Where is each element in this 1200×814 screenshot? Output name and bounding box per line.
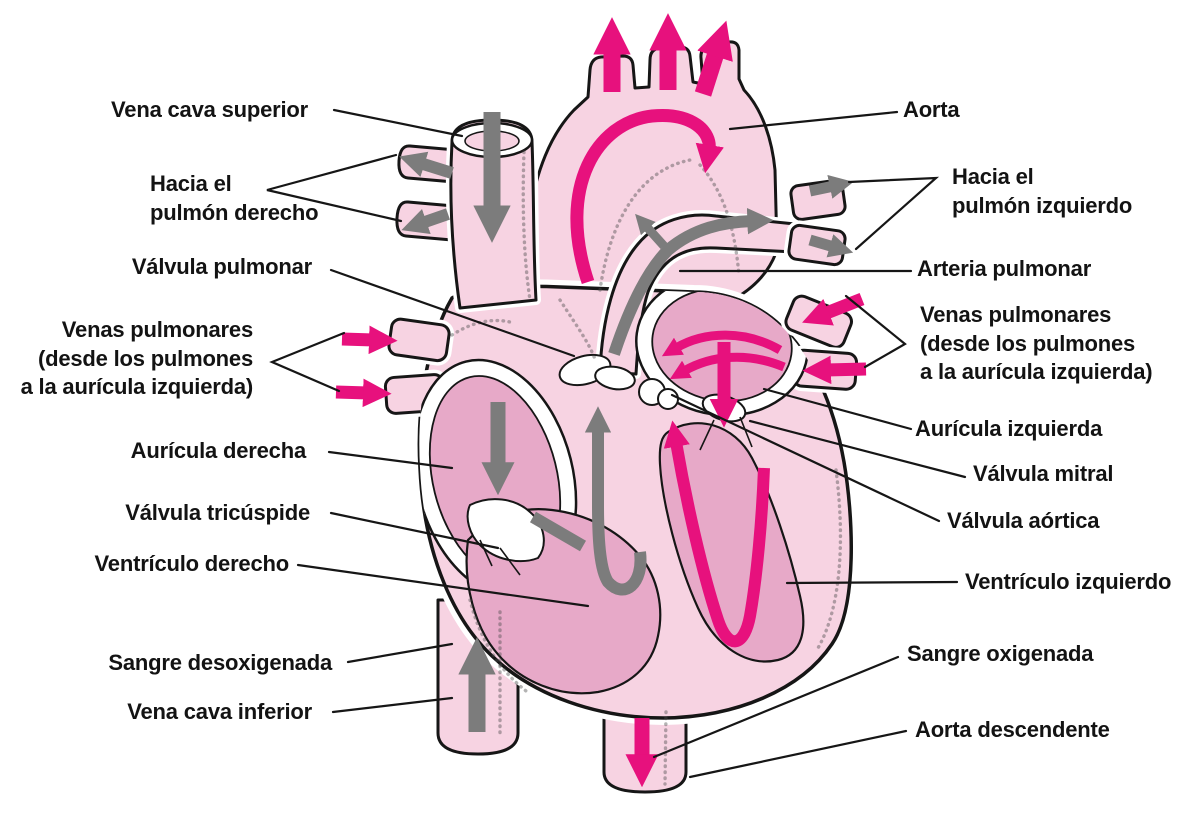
right-pulmonary-vein-lower-arrow bbox=[802, 355, 867, 385]
label-vena-cava-superior: Vena cava superior bbox=[111, 97, 308, 122]
to-left-lung-lower-arrow bbox=[808, 234, 854, 258]
leader-auricula-derecha bbox=[327, 450, 454, 470]
to-right-lung-lower-arrow bbox=[401, 208, 450, 234]
label-sangre-oxigenada: Sangre oxigenada bbox=[907, 641, 1094, 666]
label-sangre-desoxigenada: Sangre desoxigenada bbox=[108, 650, 332, 675]
label-vena-cava-inferior: Vena cava inferior bbox=[127, 699, 312, 724]
right-ventricle-flow-arrow bbox=[584, 406, 647, 596]
leader-ventriculo-izquierdo bbox=[785, 580, 959, 585]
leader-hacia-pulmon-izquierdo bbox=[847, 176, 940, 251]
aorta-branch-arrow-3 bbox=[694, 20, 733, 97]
left-pulmonary-vein-lower-arrow bbox=[335, 378, 392, 408]
leader-lines bbox=[266, 108, 967, 779]
label-auricula-derecha: Aurícula derecha bbox=[130, 438, 307, 463]
label-aorta: Aorta bbox=[903, 97, 960, 122]
left-atrium-inflow-arc-2 bbox=[669, 352, 786, 380]
label-ventriculo-izquierdo: Ventrículo izquierdo bbox=[965, 569, 1172, 594]
aortic-arch-flow-arrow bbox=[570, 109, 724, 285]
leader-valvula-aortica bbox=[670, 393, 941, 523]
leader-aorta bbox=[728, 110, 899, 131]
to-right-lung-upper-arrow bbox=[399, 151, 454, 179]
to-left-lung-upper-arrow bbox=[808, 175, 854, 199]
left-atrium-inflow-arc-1 bbox=[661, 330, 783, 357]
label-aorta-descendente: Aorta descendente bbox=[915, 717, 1110, 742]
left-ventricle-cavity bbox=[658, 422, 805, 663]
leader-sangre-desoxigenada bbox=[346, 642, 454, 664]
leader-valvula-mitral bbox=[748, 419, 967, 479]
label-valvula-aortica: Válvula aórtica bbox=[947, 508, 1100, 533]
label-valvula-tricuspide: Válvula tricúspide bbox=[125, 500, 310, 525]
left-ventricle-flow-arrow bbox=[663, 420, 770, 648]
leader-aorta-descendente bbox=[688, 729, 908, 779]
leader-valvula-tricuspide bbox=[329, 511, 500, 550]
aortic-valve bbox=[638, 378, 679, 410]
leader-ventriculo-derecho bbox=[296, 563, 590, 608]
label-hacia-pulmon-derecho: Hacia el pulmón derecho bbox=[150, 171, 319, 225]
deoxygenated-flow-arrows bbox=[399, 112, 854, 732]
label-ventriculo-derecho: Ventrículo derecho bbox=[94, 551, 290, 576]
leader-hacia-pulmon-derecho bbox=[266, 153, 403, 223]
label-venas-pulmonares-right: Venas pulmonares (desde los pulmones a l… bbox=[920, 302, 1153, 385]
label-valvula-pulmonar: Válvula pulmonar bbox=[131, 254, 312, 279]
right-pulmonary-vein-upper-arrow bbox=[802, 292, 865, 326]
leader-sangre-oxigenada bbox=[652, 655, 900, 759]
label-valvula-mitral: Válvula mitral bbox=[973, 461, 1114, 486]
leader-vena-cava-inferior bbox=[331, 696, 454, 714]
pulmonary-valve bbox=[558, 353, 636, 391]
leader-vena-cava-superior bbox=[332, 108, 464, 138]
label-hacia-pulmon-izquierdo: Hacia el pulmón izquierdo bbox=[952, 164, 1133, 218]
label-auricula-izquierda: Aurícula izquierda bbox=[915, 416, 1103, 441]
leader-venas-pulmonares-left bbox=[269, 331, 346, 393]
pulmonary-artery-branch-arrow bbox=[635, 213, 668, 250]
oxygenated-flow-arrows bbox=[335, 13, 867, 788]
left-pulmonary-vein-upper-arrow bbox=[341, 325, 398, 355]
leader-venas-pulmonares-right bbox=[844, 294, 907, 369]
aortic-arch-vessel bbox=[521, 36, 782, 337]
pulmonary-artery-flow-arrow bbox=[608, 207, 774, 356]
tricuspid-flow-segment bbox=[529, 511, 587, 552]
label-venas-pulmonares-left: Venas pulmonares (desde los pulmones a l… bbox=[20, 317, 254, 400]
label-arteria-pulmonar: Arteria pulmonar bbox=[917, 256, 1092, 281]
leader-auricula-izquierda bbox=[762, 387, 913, 431]
leader-valvula-pulmonar bbox=[329, 268, 576, 358]
